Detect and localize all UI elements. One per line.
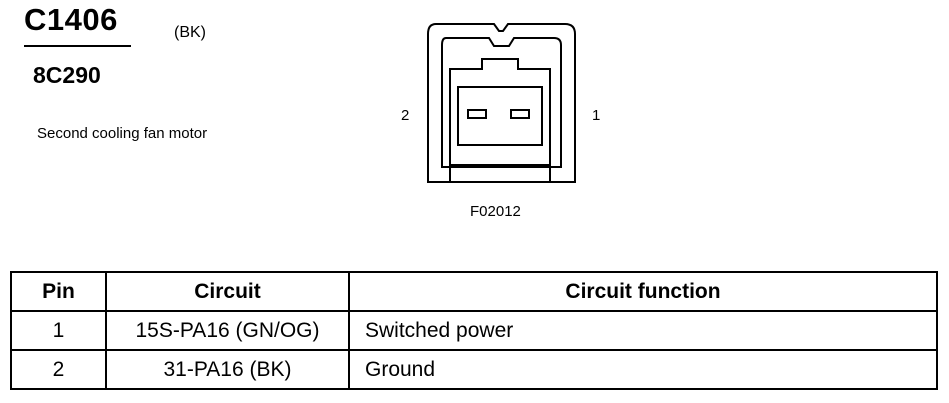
header-pin: Pin xyxy=(10,271,107,312)
figure-code: F02012 xyxy=(470,203,521,220)
cell-pin: 2 xyxy=(10,349,107,390)
terminal-cavity xyxy=(457,86,543,146)
cell-circuit: 15S-PA16 (GN/OG) xyxy=(105,310,350,351)
connector-housing xyxy=(427,23,576,183)
cell-circuit: 31-PA16 (BK) xyxy=(105,349,350,390)
part-number: 8C290 xyxy=(33,62,101,88)
pin-label-right: 1 xyxy=(592,107,601,124)
cell-function: Ground xyxy=(348,349,938,390)
pinout-table: Pin Circuit Circuit function 1 15S-PA16 … xyxy=(10,271,938,390)
table-row: 2 31-PA16 (BK) Ground xyxy=(10,349,938,390)
connector-description: Second cooling fan motor xyxy=(37,125,208,142)
terminal-pin-2 xyxy=(467,109,487,119)
terminal-pin-1 xyxy=(510,109,530,119)
table-row: 1 15S-PA16 (GN/OG) Switched power xyxy=(10,310,938,351)
connector-latch xyxy=(449,58,551,166)
connector-inner-outline xyxy=(441,37,562,168)
pin-label-left: 2 xyxy=(401,107,410,124)
cell-function: Switched power xyxy=(348,310,938,351)
connector-id-underline xyxy=(24,45,131,47)
table-header-row: Pin Circuit Circuit function xyxy=(10,271,938,312)
connector-face-diagram xyxy=(427,23,576,183)
cell-pin: 1 xyxy=(10,310,107,351)
connector-id: C1406 xyxy=(24,2,118,37)
header-circuit-function: Circuit function xyxy=(348,271,938,312)
connector-color: (BK) xyxy=(174,24,206,41)
header-circuit: Circuit xyxy=(105,271,350,312)
